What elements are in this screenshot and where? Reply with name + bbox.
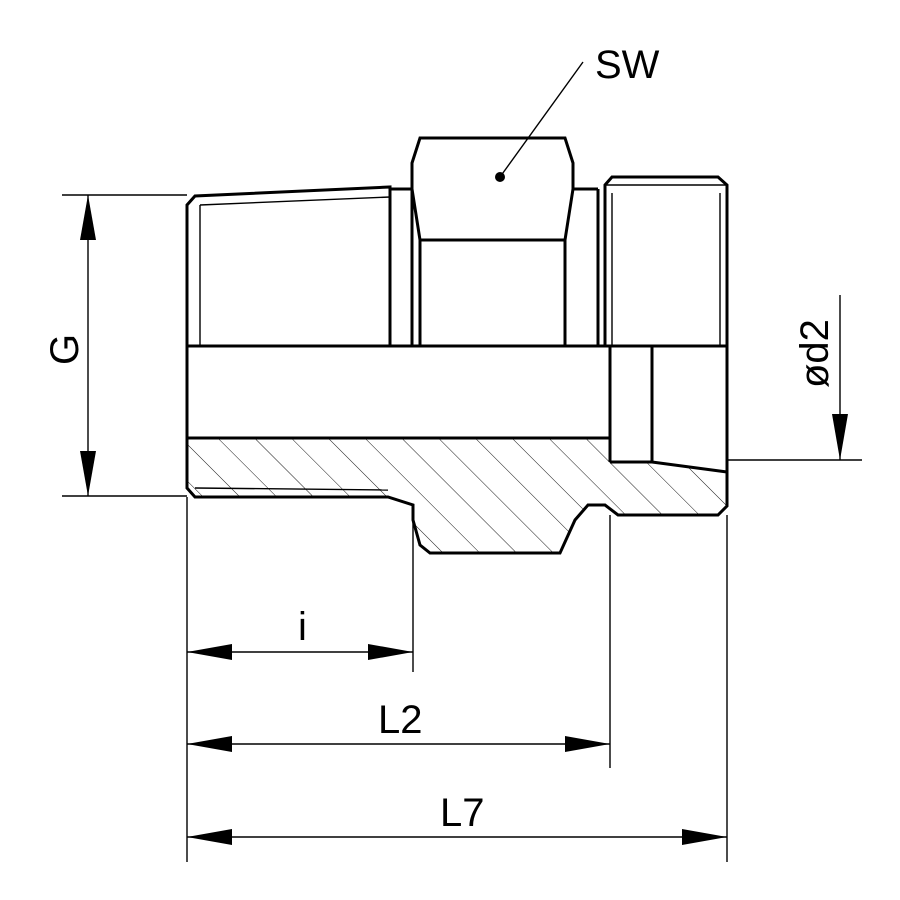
d2-label: ød2 [793, 319, 837, 388]
extension-lines [186, 497, 728, 862]
i-label: i [298, 605, 307, 649]
d2-dimension [727, 295, 862, 461]
l7-label: L7 [440, 791, 485, 835]
l2-dimension [187, 736, 610, 752]
l2-label: L2 [378, 698, 423, 742]
fitting-upper-view [185, 136, 729, 472]
l7-dimension [187, 829, 727, 845]
fitting-lower-section [185, 438, 729, 555]
g-label: G [43, 334, 87, 365]
i-dimension [187, 644, 413, 660]
sw-label: SW [595, 43, 660, 87]
sw-leader [495, 61, 584, 182]
g-dimension [62, 194, 187, 497]
section-hatching [187, 438, 727, 553]
